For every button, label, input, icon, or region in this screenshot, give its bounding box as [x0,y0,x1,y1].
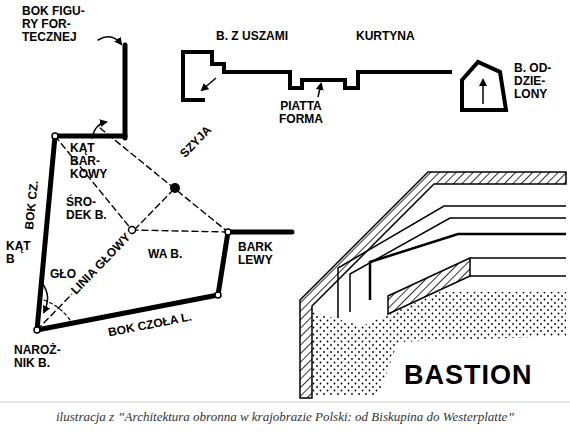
gorge-line [132,230,228,232]
flank-diagonal [55,136,132,230]
vertex-point [34,327,40,333]
inner-wall-line [338,206,566,318]
detached-bastion [462,62,506,110]
part-label: BARK LEWY [238,241,278,267]
vertex-point [215,292,221,298]
part-label: WA B. [148,248,182,261]
pointer-arrow [98,37,121,44]
vertex-point [52,133,58,139]
separator-line [0,402,570,403]
part-label: B. OD- DZIE- LONY [514,62,560,101]
part-label: B. Z USZAMI [216,30,288,43]
part-label: BOK CZ. [23,180,41,230]
part-label: KĄT BAR- KOWY [70,142,112,181]
part-label: BOK FIGU- RY FOR- TECZNEJ [22,5,94,44]
gorge-dot [170,183,180,193]
part-label: KĄT B [6,240,36,266]
fortress-side-line [123,45,128,138]
pointer-arrow [202,78,216,90]
outer-wall [300,172,566,398]
part-label: PIATTA FORMA [272,100,330,126]
pointer-arrow [318,84,321,97]
centre-point [129,227,136,234]
part-label: KURTYNA [356,30,415,43]
bastion-perspective [300,172,566,398]
part-label: GŁO [50,268,76,281]
angle-arc [92,122,106,138]
curtain-outline [183,52,452,100]
bastion-outline [37,136,292,330]
figure-title: BASTION [404,360,533,390]
part-label: LINIA GŁOWY [67,229,134,298]
pointer-arrow [482,80,484,104]
angle-arc [42,283,48,312]
part-label: NAROŻ- NIK B. [14,344,66,370]
part-label: ŚRO- DEK B. [66,196,118,222]
figure-caption: ilustracja z ”Architektura obronna w kra… [56,410,515,423]
rampart-slab-edge [470,258,566,276]
neck-line [100,128,228,232]
angle-arc [44,300,70,320]
vertex-point [225,229,231,235]
rampart-slab [388,258,470,314]
part-label: SZYJA [178,124,214,161]
